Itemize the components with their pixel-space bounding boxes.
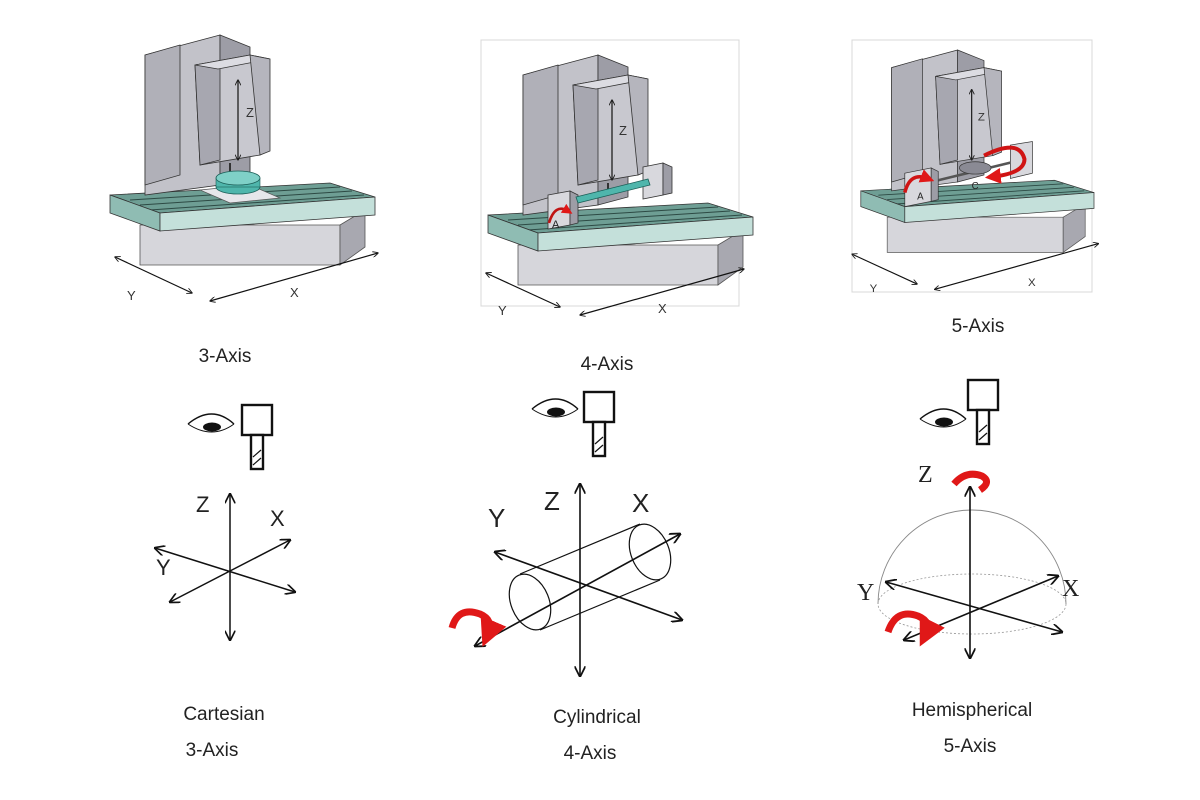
caption-cartesian-axes: 3-Axis <box>186 740 239 761</box>
caption-four-axis: 4-Axis <box>581 354 634 375</box>
rotary-table <box>959 161 992 175</box>
caption-five-axis: 5-Axis <box>952 316 1005 337</box>
y-axis-label: Y <box>857 580 874 606</box>
y-travel-label: Y <box>127 288 136 303</box>
y-axis-line <box>886 582 1062 632</box>
y-travel-arrow <box>115 257 192 293</box>
cylindrical-axes: Z X Y <box>448 484 682 676</box>
rotation-c-arrow <box>983 145 1027 184</box>
z-travel-label: Z <box>246 105 254 120</box>
y-axis-line <box>155 548 295 592</box>
x-axis-line <box>475 534 680 646</box>
z-travel-label: Z <box>978 111 985 123</box>
x-axis-label: X <box>632 488 649 518</box>
rotation-a-label: A <box>552 219 560 231</box>
y-axis-label: Y <box>156 555 171 580</box>
z-axis-label: Z <box>544 486 560 516</box>
view-symbol-four-axis <box>531 390 616 458</box>
end-mill-icon <box>966 378 1000 446</box>
workpiece <box>575 178 651 204</box>
x-travel-label: X <box>1028 277 1036 289</box>
machine-three-axis: Z Y X <box>109 34 378 303</box>
z-axis-label: Z <box>196 492 209 517</box>
x-travel-arrow <box>935 244 1099 290</box>
rotation-a-arrow <box>884 610 945 647</box>
hemisphere-dome <box>877 509 1067 605</box>
x-axis-label: X <box>1062 576 1079 602</box>
machine-five-axis: A C Z Y X <box>852 49 1099 295</box>
hemispherical-axes: Z X Y <box>857 462 1079 658</box>
hemisphere-base <box>877 573 1067 635</box>
machine-frame <box>851 39 1093 293</box>
caption-cylindrical-axes: 4-Axis <box>564 743 617 764</box>
rotation-a-arrow <box>547 203 573 224</box>
eye-icon <box>187 413 235 433</box>
eye-icon <box>531 398 579 418</box>
z-axis-label: Z <box>918 462 933 488</box>
view-symbol-five-axis <box>919 378 1000 446</box>
rotation-c-label: C <box>972 181 979 192</box>
rotation-arrow <box>448 608 507 647</box>
end-mill-icon <box>240 403 274 471</box>
cartesian-axes: Z X Y <box>155 492 295 640</box>
eye-icon <box>919 408 967 428</box>
view-symbol-three-axis <box>187 403 274 471</box>
end-mill-icon <box>582 390 616 458</box>
rotation-a-arrow <box>903 169 935 194</box>
rotation-c-arrow <box>951 470 990 493</box>
caption-three-axis: 3-Axis <box>199 346 252 367</box>
rotation-a-label: A <box>917 192 924 203</box>
x-travel-label: X <box>290 285 299 300</box>
y-travel-label: Y <box>498 303 507 318</box>
y-axis-line <box>495 552 682 620</box>
y-travel-arrow <box>486 273 560 307</box>
z-travel-label: Z <box>619 123 627 138</box>
machine-body <box>859 49 1095 254</box>
y-axis-label: Y <box>488 503 505 533</box>
x-travel-label: X <box>658 301 667 316</box>
caption-hemispherical: Hemispherical <box>912 700 1032 721</box>
y-travel-label: Y <box>870 283 878 295</box>
x-axis-label: X <box>270 506 285 531</box>
x-travel-arrow <box>210 253 378 301</box>
caption-cartesian: Cartesian <box>183 704 264 725</box>
x-travel-arrow <box>580 269 744 315</box>
machine-body <box>109 34 376 266</box>
machine-body <box>487 54 754 286</box>
y-travel-arrow <box>852 254 917 284</box>
machine-four-axis: A Z Y X <box>486 54 754 318</box>
caption-hemispherical-axes: 5-Axis <box>944 736 997 757</box>
caption-cylindrical: Cylindrical <box>553 707 641 728</box>
